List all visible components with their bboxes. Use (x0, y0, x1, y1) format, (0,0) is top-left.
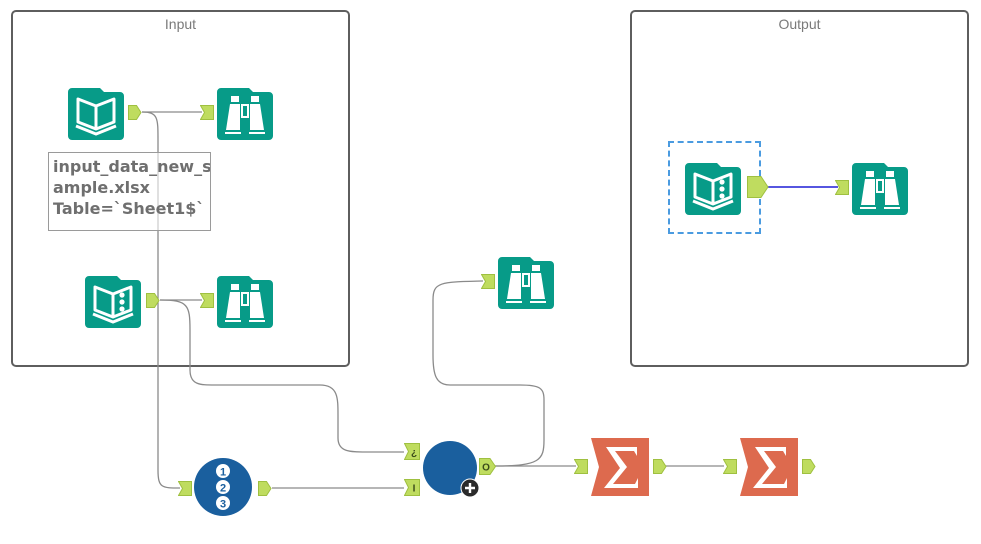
output-anchor-record-id[interactable] (258, 481, 272, 496)
annotation-line-2: ample.xlsx (53, 178, 150, 197)
browse-tool-1[interactable] (217, 84, 273, 140)
browse-tool-4[interactable] (852, 159, 908, 215)
output-anchor-dynamic-input-selected[interactable] (747, 176, 769, 198)
join-output-anchor[interactable]: O (479, 458, 496, 475)
wire-join-browse3 (432, 280, 545, 467)
output-anchor-summarize-1[interactable] (653, 459, 667, 474)
join-left-label: ¿ (411, 448, 417, 459)
binoculars-icon (498, 257, 554, 309)
browse-tool-2[interactable] (217, 272, 273, 328)
summarize-tool-1[interactable] (591, 438, 649, 496)
add-icon[interactable] (460, 478, 480, 498)
dynamic-input-tool[interactable] (85, 272, 141, 328)
wire-dyninput-join-left (159, 299, 404, 453)
record-id-label-1: 1 (220, 467, 226, 479)
book-dots-icon (685, 163, 741, 215)
sigma-icon (740, 438, 798, 496)
container-output[interactable]: Output (630, 10, 969, 367)
input-anchor-record-id[interactable] (178, 481, 192, 496)
binoculars-icon (217, 88, 273, 140)
record-id-label-3: 3 (220, 499, 226, 511)
input-anchor-browse-1[interactable] (200, 105, 214, 120)
record-id-tool[interactable]: 1 2 3 (194, 458, 252, 516)
output-anchor-input-data[interactable] (128, 105, 142, 120)
record-id-label-2: 2 (220, 483, 226, 495)
input-anchor-summarize-1[interactable] (574, 459, 588, 474)
binoculars-icon (217, 276, 273, 328)
input-anchor-browse-2[interactable] (200, 293, 214, 308)
input-anchor-browse-4[interactable] (835, 180, 849, 195)
book-dots-icon (85, 276, 141, 328)
container-title-output: Output (778, 16, 821, 32)
tool-annotation: input_data_new_s ample.xlsx Table=`Sheet… (48, 152, 211, 231)
browse-tool-3[interactable] (498, 253, 554, 309)
input-data-tool[interactable] (68, 84, 124, 140)
input-anchor-summarize-2[interactable] (723, 459, 737, 474)
book-icon (68, 88, 124, 140)
numbered-list-icon: 1 2 3 (194, 458, 252, 516)
container-input[interactable]: Input (11, 10, 350, 367)
output-anchor-dynamic-input[interactable] (146, 293, 160, 308)
join-right-label: I (413, 484, 416, 495)
join-left-anchor[interactable]: ¿ (404, 443, 420, 460)
dynamic-input-tool-selected[interactable] (685, 159, 741, 215)
container-title-input: Input (164, 16, 197, 32)
input-anchor-browse-3[interactable] (481, 274, 495, 289)
sigma-icon (591, 438, 649, 496)
join-right-anchor[interactable]: I (404, 479, 420, 496)
annotation-line-1: input_data_new_s (53, 157, 211, 176)
annotation-line-3: Table=`Sheet1$` (53, 199, 205, 218)
join-output-label: O (482, 463, 490, 474)
output-anchor-summarize-2[interactable] (802, 459, 816, 474)
binoculars-icon (852, 163, 908, 215)
summarize-tool-2[interactable] (740, 438, 798, 496)
wire-input1-recordid (141, 111, 181, 489)
